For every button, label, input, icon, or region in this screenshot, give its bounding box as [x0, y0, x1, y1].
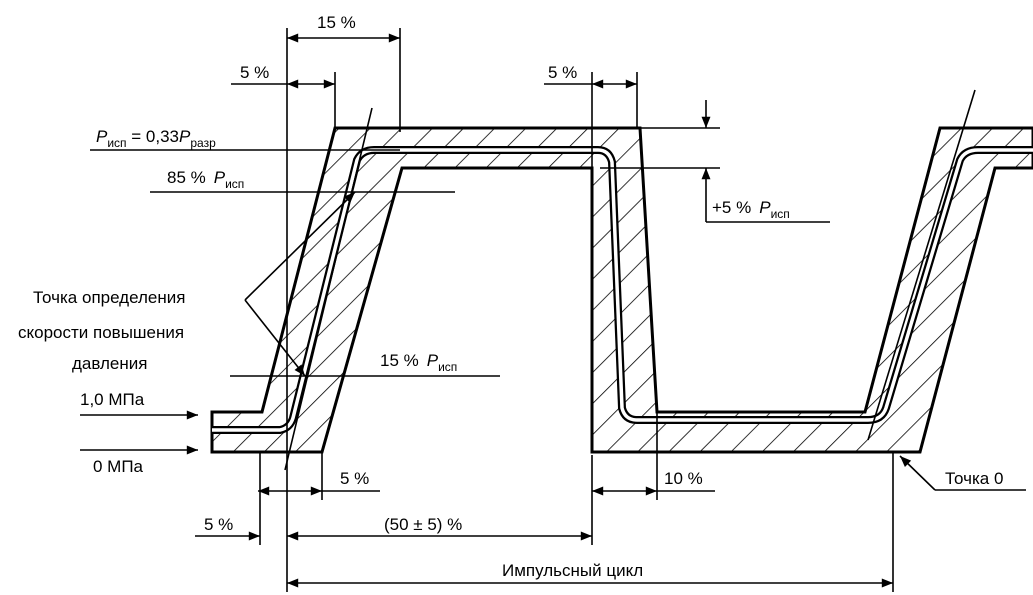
- rate-point-leaders: [244, 191, 356, 377]
- slope-reference-lines: [284, 89, 976, 471]
- dim-left-5: 5 %: [240, 63, 269, 82]
- dim-10: 10 %: [664, 469, 703, 488]
- mpa-1-label: 1,0 МПа: [80, 390, 145, 409]
- dimension-arrows: [80, 33, 1026, 588]
- dim-top-15: 15 %: [317, 13, 356, 32]
- rate-point-line3: давления: [72, 354, 147, 373]
- reference-lines: [90, 28, 894, 592]
- cycle-label: Импульсный цикл: [502, 561, 643, 580]
- dim-5-bottom: 5 %: [204, 515, 233, 534]
- dim-50: (50 ± 5) %: [384, 515, 462, 534]
- point-0-label: Точка 0: [945, 469, 1003, 488]
- mpa-0-label: 0 МПа: [93, 457, 144, 476]
- dim-mid-5: 5 %: [548, 63, 577, 82]
- dim-5-rise: 5 %: [340, 469, 369, 488]
- p15-label: 15 %Pисп: [380, 351, 457, 374]
- text-labels: 15 % 5 % 5 % Pисп = 0,33Pразр 85 %Pисп +…: [18, 13, 1003, 580]
- rate-point-line1: Точка определения: [33, 288, 185, 307]
- rate-point-line2: скорости повышения: [18, 323, 184, 342]
- p-test-formula: Pисп = 0,33Pразр: [96, 127, 216, 150]
- p85-label: 85 %Pисп: [167, 168, 244, 191]
- plus5-label: +5 %Pисп: [712, 198, 790, 221]
- tolerance-band: [210, 126, 1033, 454]
